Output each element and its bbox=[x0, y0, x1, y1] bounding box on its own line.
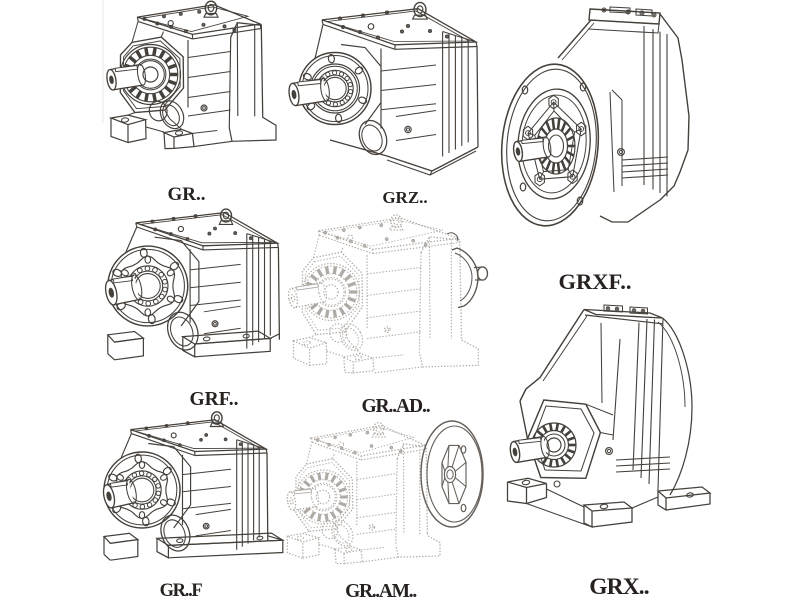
svg-text:GRF..: GRF.. bbox=[189, 389, 238, 410]
svg-text:GRX..: GRX.. bbox=[589, 574, 648, 600]
svg-text:GRZ..: GRZ.. bbox=[382, 188, 427, 207]
svg-text:GR..F: GR..F bbox=[160, 581, 203, 600]
svg-text:GR..: GR.. bbox=[168, 184, 206, 205]
svg-text:GRXF..: GRXF.. bbox=[559, 269, 632, 294]
svg-text:GR..AM..: GR..AM.. bbox=[345, 581, 417, 600]
svg-text:GR..AD..: GR..AD.. bbox=[361, 396, 430, 417]
